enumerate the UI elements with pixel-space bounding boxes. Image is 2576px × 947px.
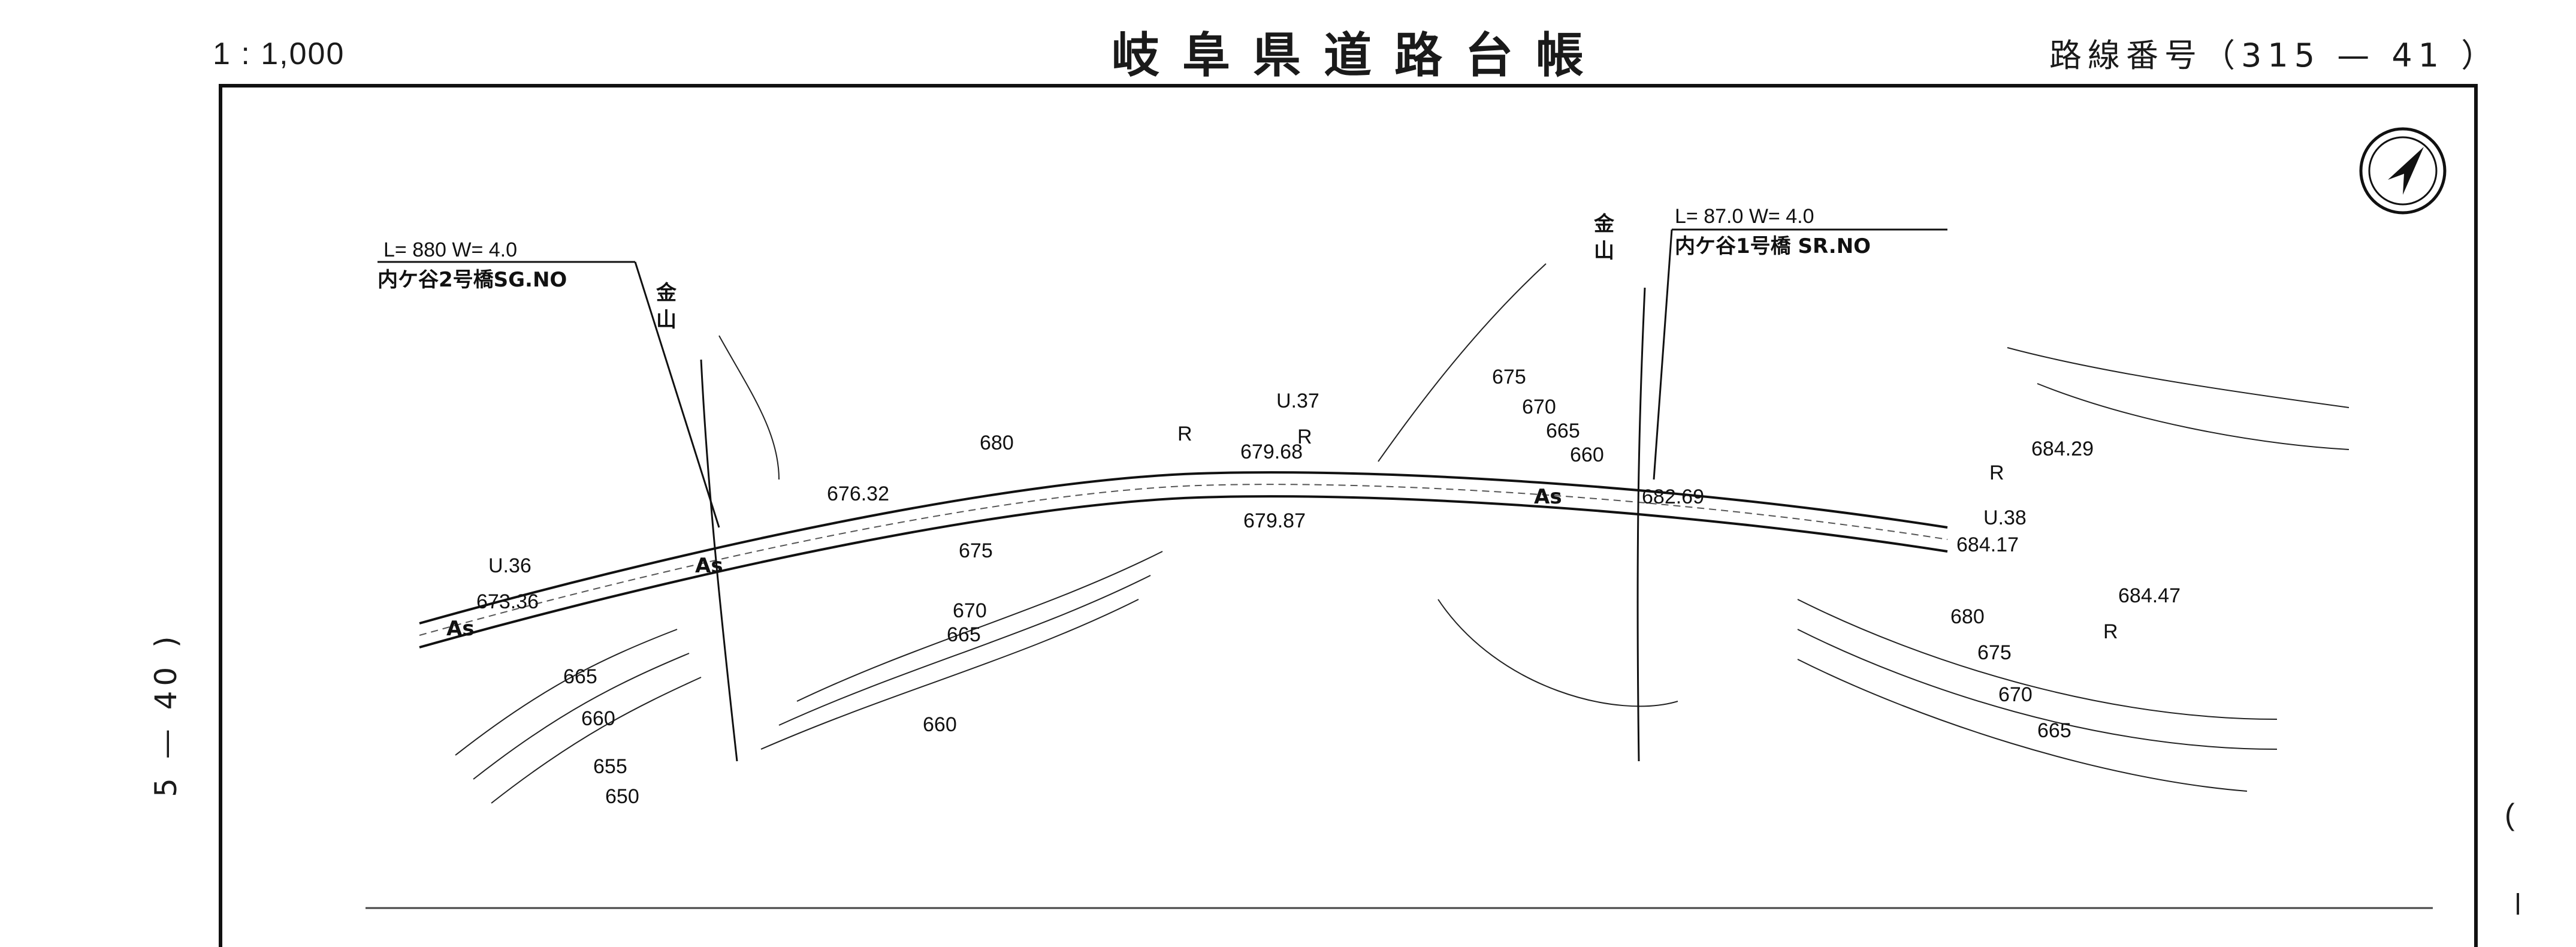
bridge-callout-lines <box>378 228 1947 528</box>
contour-label: 660 <box>581 707 615 730</box>
elevation-point: 684.47 <box>2118 584 2181 607</box>
elevation-point: 679.68 <box>1240 441 1303 463</box>
contour-label: 665 <box>1546 420 1580 442</box>
river-label-left-bottom: 山 <box>656 308 677 332</box>
bridge-2-name: 内ケ谷2号橋SG.NO <box>378 268 567 292</box>
route-number: 路線番号（315 — 41 ） <box>2049 37 2500 74</box>
contour-label: 675 <box>959 539 993 562</box>
contour-label: 650 <box>605 785 639 808</box>
elevation-point: 673.36 <box>476 590 539 613</box>
surface-label: As <box>446 617 475 641</box>
contour-label: 670 <box>1998 683 2033 706</box>
retaining-wall-label: R <box>1177 423 1192 445</box>
contour-label: 670 <box>1522 396 1556 418</box>
contour-label: 665 <box>2037 719 2071 742</box>
elevation-point: 684.17 <box>1956 533 2019 556</box>
rivers <box>700 287 1646 762</box>
contour-label: 655 <box>593 755 627 778</box>
contour-label: 675 <box>1977 641 2012 664</box>
bridge-1-dims: L= 87.0 W= 4.0 <box>1675 205 1814 228</box>
river-label-right-bottom: 山 <box>1594 239 1614 263</box>
right-page-bracket: ( <box>2505 798 2515 831</box>
contour-label: 680 <box>1950 605 1985 628</box>
elevation-point: 676.32 <box>827 482 889 505</box>
elevation-point: 679.87 <box>1243 509 1306 532</box>
retaining-wall-label: R <box>1297 426 1312 448</box>
river-label-left-top: 金 <box>656 281 677 305</box>
contour-label: 670 <box>953 599 987 622</box>
elevation-point: 684.29 <box>2031 438 2094 460</box>
map-scale: 1 : 1,000 <box>213 37 345 71</box>
contour-label: 665 <box>947 623 981 646</box>
utility-pole-label: U.37 <box>1276 390 1319 412</box>
contour-label: 680 <box>980 432 1014 454</box>
surface-label: As <box>695 554 723 578</box>
right-page-marker <box>2517 893 2519 915</box>
map-frame <box>219 84 2478 947</box>
contour-label: 660 <box>923 713 957 736</box>
north-arrow-icon <box>2359 127 2447 215</box>
contour-label: 675 <box>1492 366 1526 388</box>
contour-label: 660 <box>1570 444 1604 466</box>
road-alignment <box>419 471 1948 649</box>
retaining-wall-label: R <box>2103 620 2118 643</box>
utility-pole-label: U.38 <box>1983 506 2027 529</box>
bridge-1-name: 内ケ谷1号橋 SR.NO <box>1675 234 1871 258</box>
surface-label: As <box>1534 485 1562 509</box>
bridge-2-dims: L= 880 W= 4.0 <box>383 239 517 261</box>
river-label-right-top: 金 <box>1593 212 1615 236</box>
contour-label: 665 <box>563 665 597 688</box>
elevation-point: 682.69 <box>1642 485 1704 508</box>
utility-pole-label: U.36 <box>488 554 531 577</box>
retaining-wall-label: R <box>1989 462 2004 484</box>
contour-lines <box>455 263 2349 804</box>
page-title: 岐阜県道路台帳 <box>1112 28 1606 83</box>
